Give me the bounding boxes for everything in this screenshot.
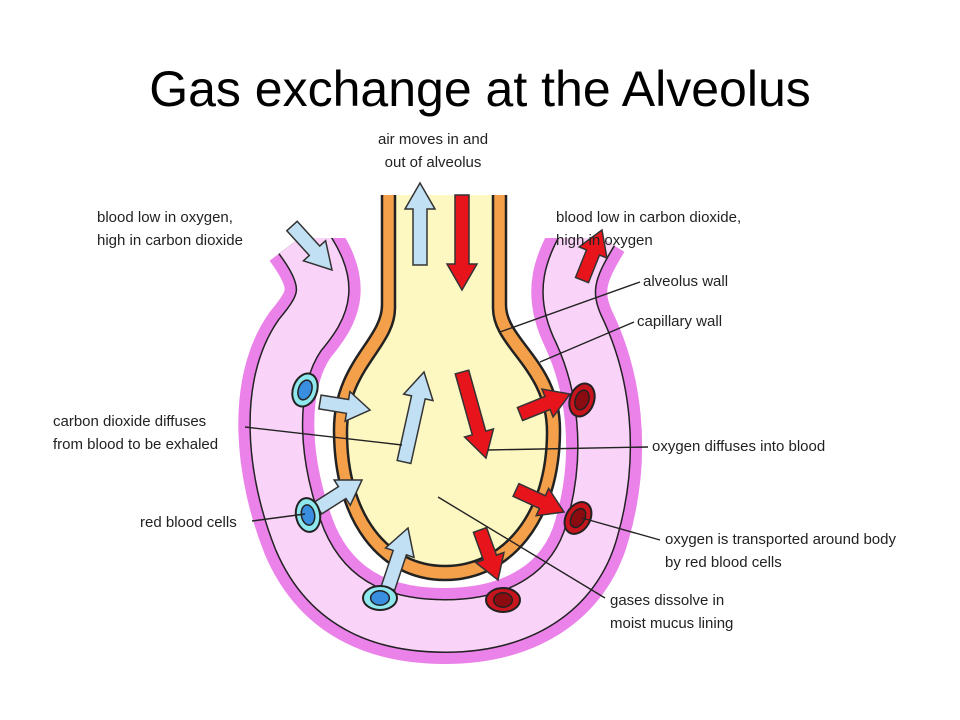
o2-arrow bbox=[472, 526, 506, 582]
label-o2-diffuses: oxygen diffuses into blood bbox=[652, 438, 826, 455]
blue-blood-cell bbox=[291, 372, 319, 408]
label-blood-out: blood low in carbon dioxide,high in oxyg… bbox=[556, 209, 742, 249]
label-blood-in: blood low in oxygen,high in carbon dioxi… bbox=[97, 209, 243, 249]
blue-blood-cell bbox=[362, 585, 398, 611]
label-alveolus-wall: alveolus wall bbox=[643, 273, 729, 290]
co2-arrow bbox=[318, 390, 372, 423]
co2-arrow bbox=[285, 220, 334, 272]
label-red-blood-cells: red blood cells bbox=[140, 514, 237, 531]
co2-arrow bbox=[396, 370, 435, 465]
co2-arrow bbox=[403, 181, 437, 266]
leader-rbc bbox=[251, 513, 306, 522]
leader-capillary-wall bbox=[539, 321, 635, 363]
o2-arrow bbox=[574, 228, 608, 284]
red-blood-cell bbox=[485, 587, 521, 613]
leader-transport bbox=[581, 517, 661, 541]
o2-arrow bbox=[512, 482, 566, 517]
o2-arrow bbox=[445, 194, 479, 292]
leader-mucus bbox=[437, 496, 606, 599]
o2-arrow bbox=[454, 369, 495, 460]
page-title: Gas exchange at the Alveolus bbox=[149, 61, 811, 117]
red-blood-cell bbox=[568, 382, 596, 418]
leader-co2 bbox=[244, 426, 403, 446]
alveolus-lumen bbox=[345, 195, 549, 568]
label-capillary-wall: capillary wall bbox=[637, 313, 723, 330]
blue-blood-cell bbox=[294, 497, 322, 533]
capillary-lumen bbox=[250, 218, 630, 652]
leader-alveolus-wall bbox=[499, 281, 641, 333]
o2-arrow bbox=[516, 388, 572, 422]
leader-o2 bbox=[487, 446, 649, 451]
red-blood-cell bbox=[563, 501, 593, 535]
co2-arrow bbox=[380, 526, 416, 592]
co2-arrow bbox=[313, 479, 364, 515]
